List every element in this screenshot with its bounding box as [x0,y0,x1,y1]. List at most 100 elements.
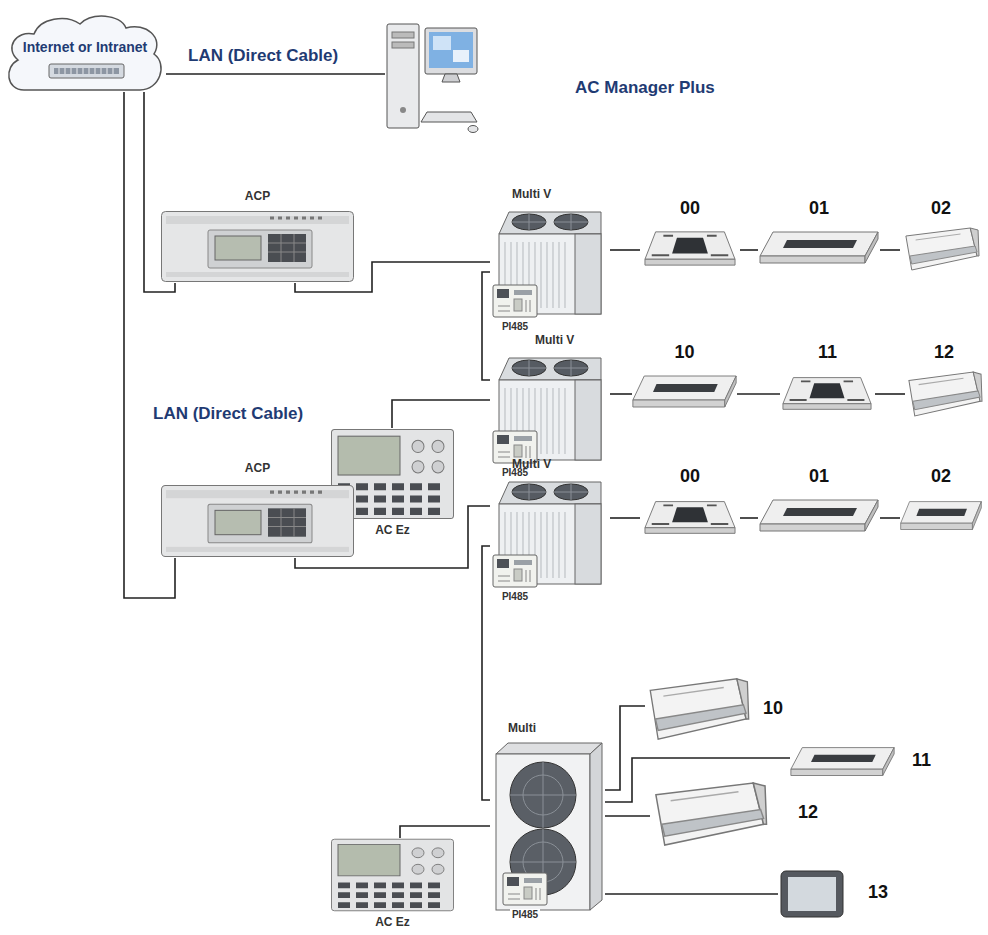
unit-number: 12 [934,342,954,363]
ez-picture [330,838,455,912]
cas-illustration [645,502,735,534]
network-cloud: Internet or Intranet [4,12,166,92]
cas-picture [644,226,736,270]
indoor-unit: 00 [640,198,740,276]
network-cable [166,73,385,75]
multi-illustration [496,743,602,910]
pi485-board: PI485 [490,554,540,604]
cas-illustration [645,232,735,265]
cas-picture [644,496,736,538]
slim-illustration [760,500,878,531]
network-cable [482,272,490,380]
unit-number: 02 [931,198,951,219]
indoor-unit: 11 [790,742,950,782]
network-cable [392,400,490,428]
device-label: AC Ez [375,524,410,538]
device-label: Multi V [512,458,551,472]
cas-illustration [783,378,871,410]
acp-controller: ACP [160,186,355,283]
wall-illustration [909,372,982,416]
unit-number: 10 [674,342,694,363]
pc-picture [385,20,480,135]
device-label: ACP [245,190,270,204]
slim-illustration [901,502,982,530]
multi-v-outdoor-unit: Multi VPI485 [490,334,610,474]
slim-illustration [633,376,736,407]
slim-picture [790,744,895,780]
network-name: Internet or Intranet [23,39,147,55]
wall-illustration [656,783,767,845]
pi-illustration [493,285,537,317]
wall-picture [905,370,983,418]
device-label: Multi [508,722,536,736]
device-label: Multi V [512,188,551,202]
connection-label: LAN (Direct Cable) [185,46,341,66]
network-label: LAN (Direct Cable) [150,404,306,424]
indoor-unit: 00 [640,466,740,544]
network-cable [610,393,632,395]
cas-picture [782,372,872,414]
indoor-unit: 12 [905,342,983,422]
slim-picture [900,498,982,534]
pi-illustration [503,873,547,905]
board-label: PI485 [500,591,530,603]
slim-picture [632,372,737,412]
multi-v-outdoor-unit: Multi VPI485 [490,458,610,598]
network-cable [880,517,900,519]
acp-illustration [162,212,354,282]
pi-picture [492,554,538,588]
unit-number: 01 [809,466,829,487]
slim-illustration [791,748,894,776]
slim-picture [759,496,879,536]
device-label: AC Ez [375,916,410,930]
pi485-board: PI485 [490,430,540,480]
unit-number: 13 [868,882,888,903]
wall-illustration [650,679,748,739]
indoor-unit: 10 [645,676,795,746]
wall-picture [650,780,768,848]
indoor-unit: 11 [780,342,875,420]
board-label: PI485 [510,909,540,921]
management-pc: AC Manager Plus [385,20,770,138]
network-cable [610,517,640,519]
network-cable [605,893,778,895]
unit-number: 12 [798,802,818,823]
indoor-unit: 02 [900,198,982,276]
acp-picture [160,210,355,283]
wall-illustration [906,228,979,270]
slim-picture [759,228,879,268]
pi-picture [492,284,538,318]
unit-number: 00 [680,466,700,487]
device-label: Multi V [535,334,574,348]
device-label: ACP [245,462,270,476]
multi-outdoor-unit: MultiPI485 [490,722,605,912]
indoor-unit: 01 [758,198,880,276]
pi-illustration [493,555,537,587]
wall-picture [645,676,750,742]
panel-illustration [781,871,843,917]
indoor-unit: 12 [650,780,835,850]
board-label: PI485 [500,321,530,333]
network-cable [740,249,758,251]
unit-number: 11 [818,342,837,363]
indoor-unit: 13 [778,868,908,926]
network-cable [737,393,780,395]
multi-v-outdoor-unit: Multi VPI485 [490,188,610,328]
network-cable [605,815,650,817]
network-cable [400,826,490,838]
panel-picture [778,868,846,920]
acp-illustration [162,486,354,557]
network-cable [880,249,900,251]
pi485-board: PI485 [490,284,540,334]
indoor-unit: 10 [632,342,737,420]
cloud-illustration [9,16,161,90]
software-name: AC Manager Plus [575,78,715,98]
acp-controller: ACP [160,458,355,558]
network-cable [875,393,905,395]
unit-number: 00 [680,198,700,219]
indoor-unit: 02 [900,466,982,544]
pi485-board: PI485 [500,872,550,922]
slim-illustration [760,232,878,263]
